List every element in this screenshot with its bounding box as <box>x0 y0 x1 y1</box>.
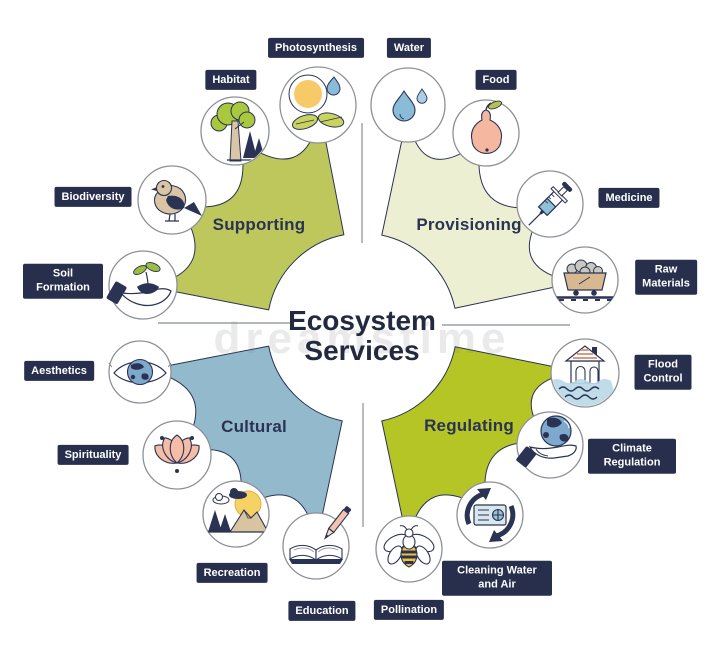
title-line-1: Ecosystem <box>288 305 436 337</box>
quadrant-name-provisioning: Provisioning <box>416 215 522 234</box>
label-raw-materials: Raw Materials <box>635 259 697 295</box>
biodiversity-icon <box>151 179 202 222</box>
label-aesthetics: Aesthetics <box>24 360 94 382</box>
flood-control-icon <box>552 345 618 406</box>
food-icon <box>470 100 503 154</box>
label-spirituality: Spirituality <box>57 444 129 466</box>
label-habitat: Habitat <box>205 69 257 91</box>
label-recreation: Recreation <box>196 562 268 584</box>
label-photosynthesis: Photosynthesis <box>268 37 364 59</box>
spirituality-icon <box>154 434 200 473</box>
education-icon <box>289 506 352 564</box>
aesthetics-icon <box>108 358 172 386</box>
cleaning-water-air-icon <box>464 488 516 542</box>
title-line-2: Services <box>304 335 420 366</box>
habitat-icon <box>210 101 265 162</box>
quadrant-name-regulating: Regulating <box>424 416 514 435</box>
label-soil-formation: Soil Formation <box>23 263 103 299</box>
label-cleaning-water-air: Cleaning Water and Air <box>442 560 552 596</box>
page-title: Ecosystem Services <box>288 306 436 366</box>
pollination-icon <box>383 525 435 568</box>
raw-materials-icon <box>554 259 616 301</box>
label-pollination: Pollination <box>373 599 445 621</box>
soil-formation-icon <box>106 262 172 307</box>
label-climate-regulation: Climate Regulation <box>588 438 676 474</box>
water-icon <box>392 88 428 122</box>
quadrant-name-supporting: Supporting <box>212 215 306 234</box>
recreation-icon <box>205 488 269 533</box>
quadrant-name-cultural: Cultural <box>221 417 287 436</box>
label-medicine: Medicine <box>598 187 660 209</box>
label-biodiversity: Biodiversity <box>54 186 132 208</box>
climate-regulation-icon <box>516 415 577 468</box>
label-food: Food <box>475 69 517 91</box>
photosynthesis-icon <box>288 74 345 130</box>
label-flood-control: Flood Control <box>634 354 692 390</box>
label-education: Education <box>288 600 356 622</box>
label-water: Water <box>386 37 432 59</box>
medicine-icon <box>528 181 573 226</box>
